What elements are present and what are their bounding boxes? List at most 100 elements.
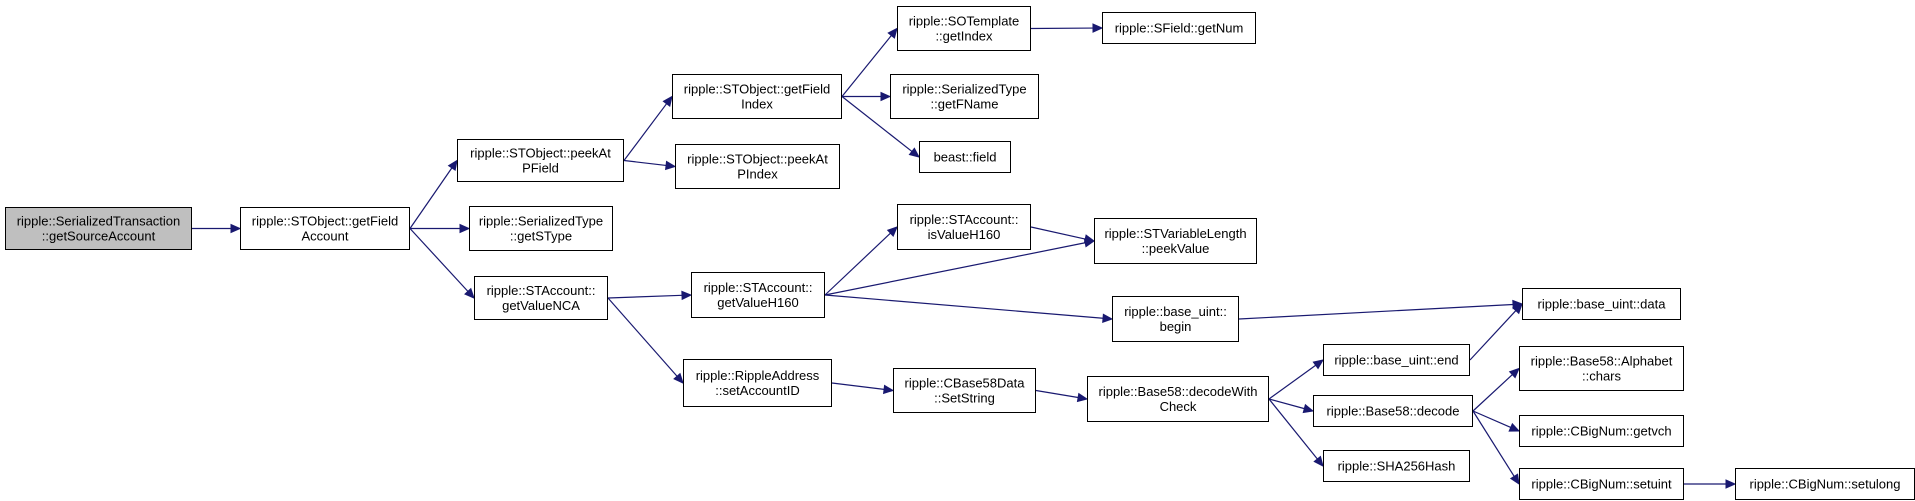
node-label: isValueH160 — [928, 227, 1001, 242]
edge-arrowhead — [673, 372, 684, 384]
call-edge — [410, 223, 471, 234]
call-edge — [607, 290, 693, 301]
call-edge — [1268, 359, 1324, 400]
node-label: Index — [741, 97, 773, 112]
node-label: ripple::SHA256Hash — [1338, 459, 1456, 474]
call-edge — [1268, 398, 1324, 467]
function-node[interactable]: ripple::CBigNum::getvch — [1519, 415, 1684, 447]
function-node[interactable]: ripple::Base58::Alphabet::chars — [1519, 346, 1684, 391]
node-label: ripple::SerializedType — [902, 82, 1026, 97]
function-node[interactable]: ripple::CBigNum::setulong — [1735, 468, 1915, 500]
edge-line — [1035, 389, 1079, 399]
edge-arrowhead — [887, 27, 898, 39]
edge-arrowhead — [662, 95, 673, 107]
call-edge — [841, 96, 920, 158]
node-box — [897, 6, 1031, 51]
node-label: ripple::STAccount:: — [910, 212, 1019, 227]
edge-arrowhead — [1509, 473, 1520, 486]
node-box — [672, 74, 842, 119]
edge-arrowhead — [908, 147, 920, 158]
node-label: ::getSType — [510, 229, 572, 244]
node-box — [457, 139, 624, 182]
node-label: PIndex — [737, 167, 778, 182]
function-node[interactable]: ripple::SerializedType::getFName — [890, 74, 1039, 119]
edge-line — [1469, 310, 1517, 361]
node-label: ripple::STVariableLength — [1104, 226, 1246, 241]
node-label: getValueNCA — [502, 298, 580, 313]
node-box — [240, 207, 410, 250]
function-node[interactable]: ripple::STAccount::getValueNCA — [474, 276, 608, 320]
node-label: ::peekValue — [1142, 241, 1210, 256]
edge-line — [623, 103, 668, 161]
node-label: ::SetString — [934, 391, 995, 406]
edge-line — [824, 294, 1104, 319]
edge-arrowhead — [1512, 303, 1523, 315]
edge-arrowhead — [230, 223, 242, 234]
function-node[interactable]: ripple::STVariableLength::peekValue — [1094, 218, 1257, 264]
edge-arrowhead — [880, 91, 892, 102]
node-label: ripple::SerializedType — [479, 214, 603, 229]
node-label: ripple::SField::getNum — [1115, 21, 1244, 36]
node-label: ripple::STAccount:: — [704, 280, 813, 295]
function-node[interactable]: ripple::SField::getNum — [1102, 12, 1256, 44]
node-box — [1323, 450, 1470, 482]
edge-arrowhead — [447, 159, 458, 172]
node-box — [897, 204, 1031, 250]
function-node[interactable]: ripple::SHA256Hash — [1323, 450, 1470, 482]
function-node[interactable]: ripple::CBigNum::setuint — [1519, 468, 1684, 500]
function-node[interactable]: ripple::STAccount::isValueH160 — [897, 204, 1031, 250]
node-label: ripple::STObject::getField — [252, 214, 398, 229]
node-label: ripple::STObject::peekAt — [687, 152, 828, 167]
call-edge — [1472, 367, 1520, 412]
edge-arrowhead — [1092, 23, 1104, 33]
function-node[interactable]: ripple::CBase58Data::SetString — [893, 368, 1036, 413]
function-node[interactable]: ripple::RippleAddress::setAccountID — [683, 359, 832, 407]
node-label: ripple::SerializedTransaction — [17, 214, 181, 229]
node-box — [675, 144, 840, 189]
node-box — [5, 207, 192, 250]
function-node[interactable]: ripple::STAccount::getValueH160 — [691, 272, 825, 318]
node-box — [683, 359, 832, 407]
function-node[interactable]: ripple::base_uint::end — [1323, 344, 1470, 376]
function-node[interactable]: ripple::base_uint::data — [1522, 288, 1681, 320]
function-node[interactable]: ripple::SerializedTransaction::getSource… — [5, 207, 192, 250]
call-edge — [192, 223, 242, 234]
edge-line — [1238, 303, 1514, 320]
edge-arrowhead — [1508, 422, 1521, 432]
node-label: ripple::Base58::decodeWith — [1099, 384, 1258, 399]
function-node[interactable]: ripple::base_uint::begin — [1112, 296, 1239, 342]
node-box — [1522, 288, 1681, 320]
node-label: ::getFName — [931, 97, 999, 112]
node-label: beast::field — [934, 150, 997, 165]
node-label: ripple::STAccount:: — [487, 283, 596, 298]
call-edges — [192, 23, 1737, 489]
call-edge — [409, 159, 458, 229]
call-edge — [1472, 410, 1521, 432]
node-label: Account — [302, 229, 349, 244]
node-box — [469, 206, 613, 251]
node-box — [1323, 344, 1470, 376]
function-node[interactable]: beast::field — [919, 141, 1011, 173]
node-label: ripple::base_uint::end — [1334, 353, 1458, 368]
edge-line — [824, 242, 1086, 296]
node-box — [691, 272, 825, 318]
call-edge — [831, 382, 895, 395]
edge-line — [1030, 226, 1086, 240]
node-label: ripple::base_uint:: — [1124, 304, 1227, 319]
edge-line — [824, 232, 891, 296]
call-edge — [841, 27, 898, 97]
edge-arrowhead — [1102, 313, 1114, 323]
call-edge — [409, 228, 475, 299]
call-edge — [842, 91, 892, 102]
function-node[interactable]: ripple::SOTemplate::getIndex — [897, 6, 1031, 51]
function-node[interactable]: ripple::Base58::decode — [1313, 395, 1473, 427]
function-node[interactable]: ripple::SerializedType::getSType — [469, 206, 613, 251]
edge-line — [841, 35, 892, 97]
node-box — [1087, 376, 1269, 422]
